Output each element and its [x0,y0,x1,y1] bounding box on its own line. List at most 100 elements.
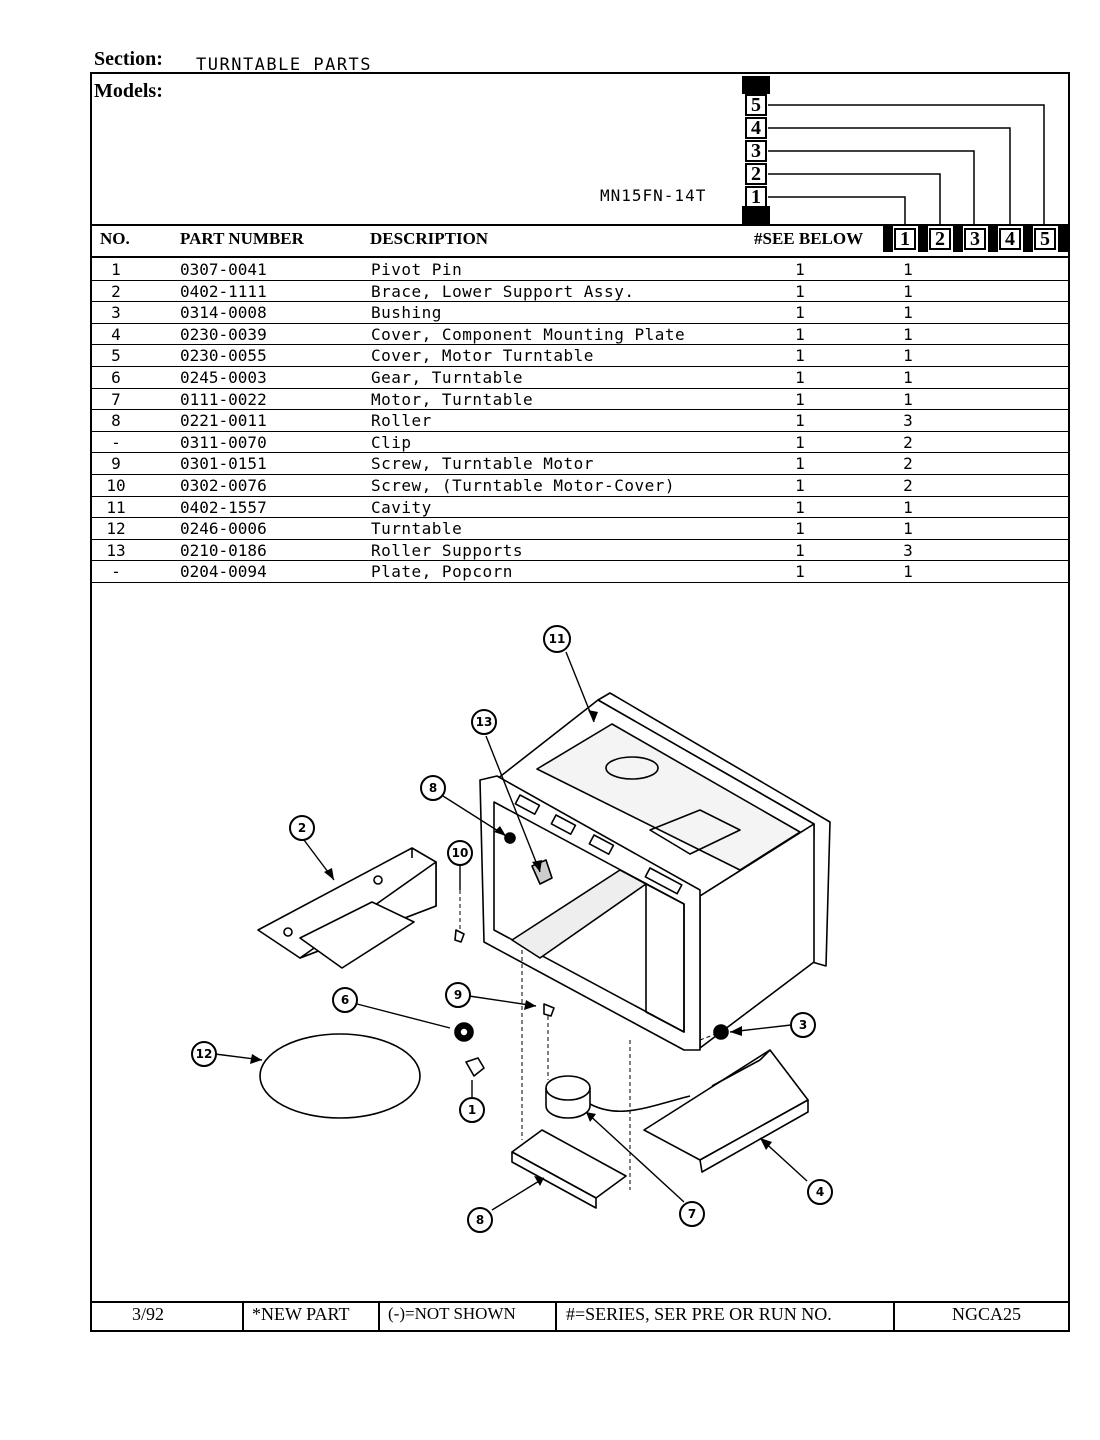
header-bar [988,226,998,252]
row-no: 13 [106,540,126,560]
models-label: Models: [94,80,163,102]
row-part-number: 0402-1111 [180,281,267,301]
footer-not-shown: (-)=NOT SHOWN [388,1304,516,1323]
callout-label: 7 [688,1207,696,1221]
header-col-3: 3 [964,228,986,250]
row-see-below: 1 [795,368,805,387]
row-no: - [111,562,121,582]
row-qty: 1 [903,519,913,539]
footer-divider [378,1301,380,1330]
row-see-below: 1 [795,562,805,582]
row-qty: 1 [903,324,913,344]
brace-part [257,847,437,969]
row-see-below: 1 [795,346,805,366]
row-part-number: 0245-0003 [180,368,267,387]
row-no: - [111,432,121,452]
row-no: 9 [111,454,121,474]
screw-part [543,1003,555,1017]
row-qty: 1 [903,303,913,323]
row-qty: 3 [903,411,913,431]
row-part-number: 0111-0022 [180,389,267,409]
cavity-part [479,692,831,1051]
callout-10 [447,840,473,866]
row-qty: 1 [903,368,913,387]
row-no: 11 [106,497,126,517]
row-qty: 2 [903,476,913,495]
row-part-number: 0230-0055 [180,346,267,366]
row-qty: 1 [903,346,913,366]
row-description: Cavity [371,497,432,517]
footer-divider [242,1301,244,1330]
row-part-number: 0301-0151 [180,454,267,474]
header-no: NO. [100,229,130,248]
model-stack-cap [742,76,770,94]
header-bar [883,226,893,252]
header-col-5: 5 [1034,228,1056,250]
row-description: Cover, Motor Turntable [371,346,594,366]
row-qty: 1 [903,281,913,301]
row-no: 4 [111,324,121,344]
row-no: 10 [106,476,126,495]
callout-label: 10 [452,846,469,860]
screw-part [454,929,465,943]
row-see-below: 1 [795,476,805,495]
row-see-below: 1 [795,281,805,301]
model-stack-1: 1 [745,186,767,208]
callout-label: 11 [549,632,566,646]
model-stack-4: 4 [745,117,767,139]
callout-label: 8 [476,1213,484,1227]
row-part-number: 0302-0076 [180,476,267,495]
component-cover-part [643,1049,809,1173]
footer-date: 3/92 [132,1304,165,1324]
row-part-number: 0307-0041 [180,260,267,279]
callout-label: 1 [468,1103,476,1117]
row-see-below: 1 [795,389,805,409]
header-col-4: 4 [999,228,1021,250]
row-qty: 2 [903,454,913,474]
row-qty: 1 [903,562,913,582]
section-title: TURNTABLE PARTS [196,55,373,75]
row-no: 7 [111,389,121,409]
model-name: MN15FN-14T [600,186,707,205]
model-stack-2: 2 [745,163,767,185]
footer-divider [555,1301,557,1330]
row-no: 12 [106,519,126,539]
row-see-below: 1 [795,324,805,344]
exploded-parts-diagram: 11 13 8 2 10 9 6 12 1 3 4 7 8 [191,625,833,1233]
header-col-1: 1 [894,228,916,250]
callout-label: 13 [476,715,493,729]
row-qty: 1 [903,260,913,279]
table-header [92,224,1068,258]
row-see-below: 1 [795,303,805,323]
row-qty: 1 [903,389,913,409]
row-description: Pivot Pin [371,260,463,279]
row-see-below: 1 [795,540,805,560]
model-stack-base [742,206,770,224]
model-stack-5: 5 [745,94,767,116]
row-qty: 3 [903,540,913,560]
row-part-number: 0314-0008 [180,303,267,323]
row-qty: 2 [903,432,913,452]
callout-4 [807,1179,833,1205]
callout-label: 3 [799,1018,807,1032]
row-see-below: 1 [795,260,805,279]
header-part-number: PART NUMBER [180,229,304,248]
callout-2 [289,815,315,841]
row-part-number: 0246-0006 [180,519,267,539]
row-qty: 1 [903,497,913,517]
row-see-below: 1 [795,519,805,539]
footer-series-note: #=SERIES, SER PRE OR RUN NO. [566,1304,832,1324]
header-description: DESCRIPTION [370,229,489,248]
row-no: 8 [111,411,121,431]
callout-13 [471,709,497,735]
callout-3 [790,1012,816,1038]
row-description: Clip [371,432,412,452]
